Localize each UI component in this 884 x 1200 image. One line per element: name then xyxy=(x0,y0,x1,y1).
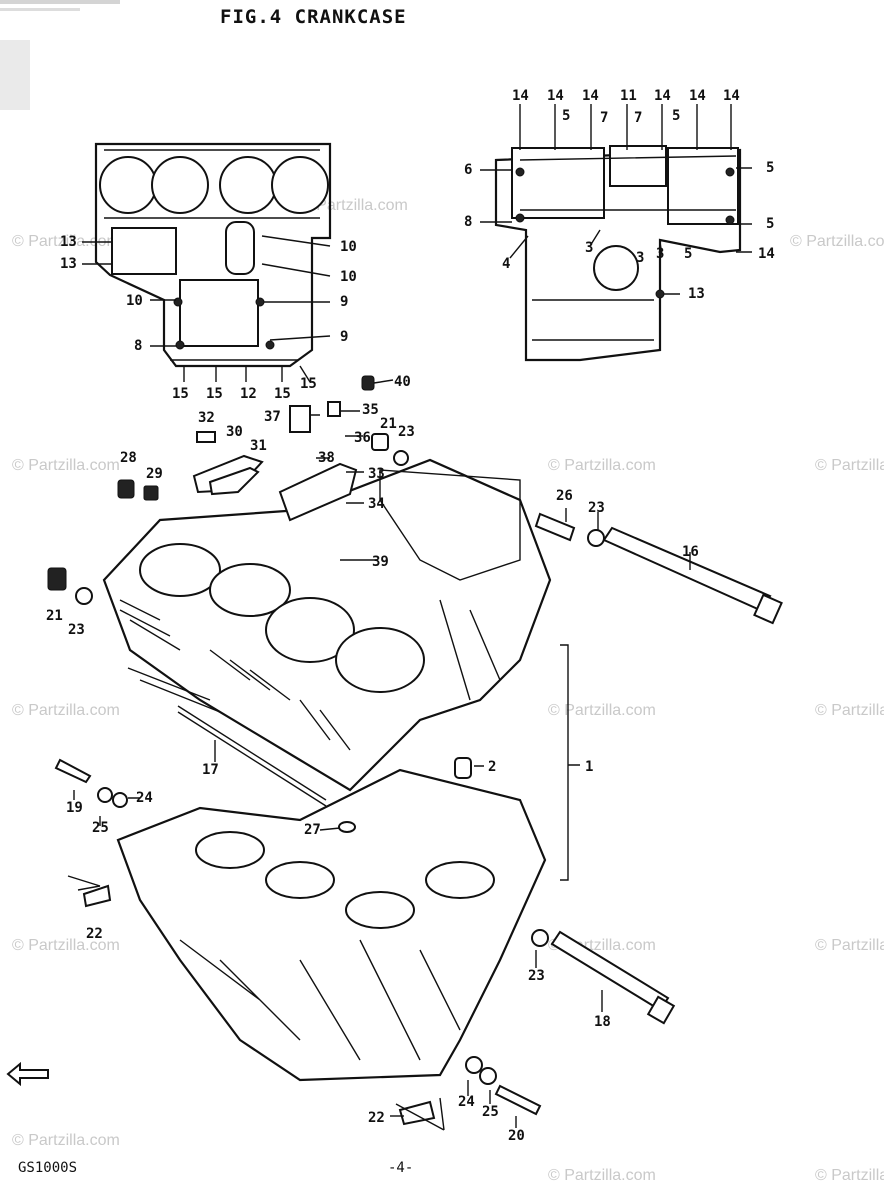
callout-20: 20 xyxy=(508,1128,525,1144)
callout-18: 18 xyxy=(594,1014,611,1030)
callout-10: 10 xyxy=(340,239,357,255)
callout-5: 5 xyxy=(766,216,774,232)
watermark-text: © Partzilla.com xyxy=(815,457,884,474)
lower-crankcase xyxy=(116,768,547,1082)
upper-crankcase xyxy=(102,458,552,792)
watermark-text: © Partzilla.com xyxy=(12,233,120,250)
page-number: -4- xyxy=(388,1160,414,1176)
callout-14: 14 xyxy=(758,246,775,262)
callout-22: 22 xyxy=(368,1110,385,1126)
callout-23: 23 xyxy=(398,424,415,440)
callout-5: 5 xyxy=(766,160,774,176)
callout-17: 17 xyxy=(202,762,219,778)
callout-25: 25 xyxy=(482,1104,499,1120)
callout-24: 24 xyxy=(458,1094,475,1110)
callout-10: 10 xyxy=(126,293,143,309)
callout-11: 11 xyxy=(620,88,637,104)
callout-25: 25 xyxy=(92,820,109,836)
watermark-text: © Partzilla.com xyxy=(12,937,120,954)
callout-23: 23 xyxy=(528,968,545,984)
callout-7: 7 xyxy=(600,110,608,126)
watermark-text: © Partzilla.com xyxy=(790,233,884,250)
model-code: GS1000S xyxy=(18,1160,78,1176)
callout-30: 30 xyxy=(226,424,243,440)
callout-7: 7 xyxy=(634,110,642,126)
callout-38: 38 xyxy=(318,450,335,466)
callout-21: 21 xyxy=(380,416,397,432)
watermark-text: © Partzilla.com xyxy=(12,457,120,474)
callout-8: 8 xyxy=(464,214,472,230)
callout-5: 5 xyxy=(562,108,570,124)
callout-33: 33 xyxy=(368,466,385,482)
callout-37: 37 xyxy=(264,409,281,425)
callout-14: 14 xyxy=(512,88,529,104)
watermark-text: © Partzilla.com xyxy=(815,937,884,954)
callout-15: 15 xyxy=(172,386,189,402)
callout-6: 6 xyxy=(464,162,472,178)
watermark-text: © Partzilla.com xyxy=(548,457,656,474)
watermarks: © Partzilla.com © Partzilla.com © Partzi… xyxy=(12,197,884,1184)
watermark-text: © Partzilla.com xyxy=(548,702,656,719)
callout-21: 21 xyxy=(46,608,63,624)
callout-5: 5 xyxy=(672,108,680,124)
watermark-text: © Partzilla.com xyxy=(548,1167,656,1184)
callout-39: 39 xyxy=(372,554,389,570)
callout-2: 2 xyxy=(488,759,496,775)
callout-9: 9 xyxy=(340,294,348,310)
callout-28: 28 xyxy=(120,450,137,466)
callout-14: 14 xyxy=(689,88,706,104)
callout-labels: 1 2 3 3 3 4 5 5 5 5 5 6 7 7 8 8 9 9 10 1… xyxy=(46,88,775,1144)
callout-27: 27 xyxy=(304,822,321,838)
watermark-text: © Partzilla.com xyxy=(12,702,120,719)
callout-3: 3 xyxy=(656,246,664,262)
watermark-text: © Partzilla.com xyxy=(300,197,408,214)
leader-lines xyxy=(67,104,752,1131)
callout-5: 5 xyxy=(684,246,692,262)
callout-34: 34 xyxy=(368,496,385,512)
callout-35: 35 xyxy=(362,402,379,418)
callout-8: 8 xyxy=(134,338,142,354)
callout-19: 19 xyxy=(66,800,83,816)
callout-9: 9 xyxy=(340,329,348,345)
callout-3: 3 xyxy=(585,240,593,256)
callout-23: 23 xyxy=(588,500,605,516)
callout-13: 13 xyxy=(688,286,705,302)
small-parts xyxy=(6,375,783,1126)
watermark-text: © Partzilla.com xyxy=(815,702,884,719)
callout-14: 14 xyxy=(723,88,740,104)
callout-29: 29 xyxy=(146,466,163,482)
callout-26: 26 xyxy=(556,488,573,504)
callout-1: 1 xyxy=(585,759,593,775)
callout-14: 14 xyxy=(547,88,564,104)
callout-10: 10 xyxy=(340,269,357,285)
callout-12: 12 xyxy=(240,386,257,402)
callout-24: 24 xyxy=(136,790,153,806)
callout-15: 15 xyxy=(274,386,291,402)
callout-14: 14 xyxy=(582,88,599,104)
callout-3: 3 xyxy=(636,250,644,266)
callout-31: 31 xyxy=(250,438,267,454)
callout-23: 23 xyxy=(68,622,85,638)
callout-13: 13 xyxy=(60,234,77,250)
callout-13: 13 xyxy=(60,256,77,272)
callout-32: 32 xyxy=(198,410,215,426)
callout-16: 16 xyxy=(682,544,699,560)
scan-noise xyxy=(0,0,120,110)
crankcase-top-view xyxy=(94,142,332,368)
crankcase-side-view xyxy=(494,145,742,362)
callout-15: 15 xyxy=(300,376,317,392)
callout-40: 40 xyxy=(394,374,411,390)
callout-14: 14 xyxy=(654,88,671,104)
watermark-text: © Partzilla.com xyxy=(815,1167,884,1184)
figure-title: FIG.4 CRANKCASE xyxy=(220,6,407,28)
callout-22: 22 xyxy=(86,926,103,942)
callout-36: 36 xyxy=(354,430,371,446)
watermark-text: © Partzilla.com xyxy=(12,1132,120,1149)
callout-4: 4 xyxy=(502,256,510,272)
callout-15: 15 xyxy=(206,386,223,402)
